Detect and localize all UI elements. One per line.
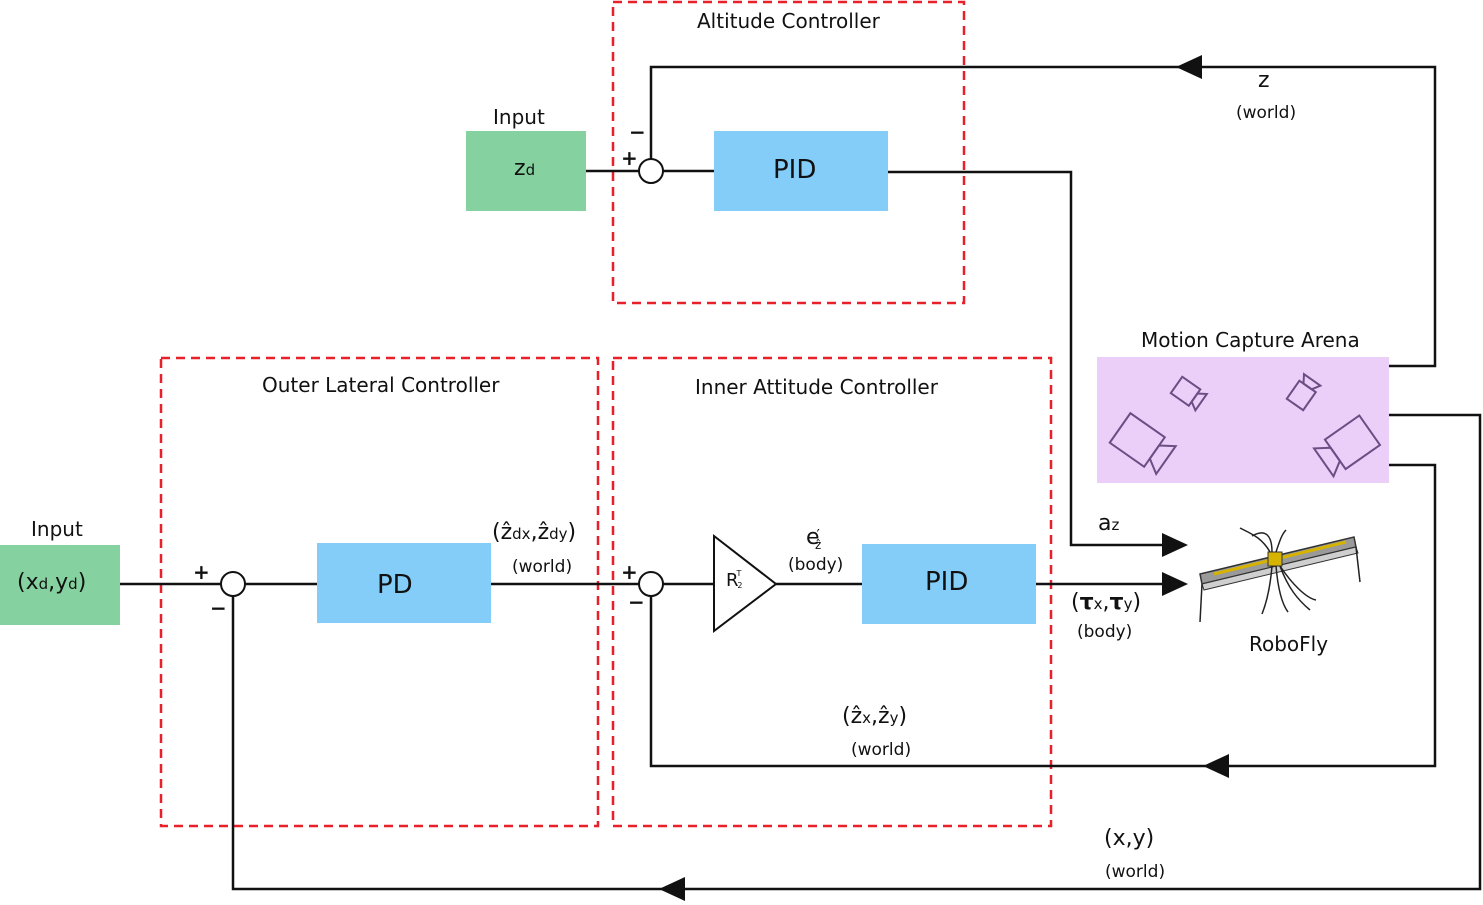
outer-lateral-controller-title: Outer Lateral Controller xyxy=(262,373,500,397)
torque-frame: (body) xyxy=(1077,622,1133,642)
altitude-plus-sign: + xyxy=(621,146,638,170)
position-feedback-label: (x,y) xyxy=(1104,826,1155,851)
lateral-pd-block xyxy=(317,543,491,623)
position-feedback-frame: (world) xyxy=(1105,862,1166,882)
outer-plus-sign: + xyxy=(193,560,210,584)
z-feedback-arrow xyxy=(1176,55,1202,79)
z-feedback-frame: (world) xyxy=(1236,103,1297,123)
error-label: e′ẑ xyxy=(806,525,822,552)
lateral-input-symbol: (xd,yd) xyxy=(17,570,87,595)
altitude-input-caption: Input xyxy=(493,105,545,129)
thrust-arrow xyxy=(1162,533,1188,557)
thrust-label: az xyxy=(1098,511,1120,536)
z-feedback-label: z xyxy=(1258,68,1270,93)
position-feedback-arrow xyxy=(659,877,685,901)
arrowheads xyxy=(659,55,1229,901)
attitude-pid-block xyxy=(862,544,1036,624)
inner-attitude-controller-title: Inner Attitude Controller xyxy=(695,375,938,399)
rotation-gain-label: RT2 xyxy=(726,569,743,591)
attitude-pid-label: PID xyxy=(925,567,969,597)
axis-feedback-frame: (world) xyxy=(851,740,912,760)
motion-capture-arena-title: Motion Capture Arena xyxy=(1141,328,1360,352)
inner-plus-sign: + xyxy=(621,560,638,584)
lateral-input-caption: Input xyxy=(31,517,83,541)
camera-icon xyxy=(1285,372,1323,412)
altitude-input-block xyxy=(466,131,586,211)
torque-label: (τx,τy) xyxy=(1071,590,1142,615)
altitude-controller-frame xyxy=(611,0,966,305)
axis-feedback-arrow xyxy=(1203,754,1229,778)
desired-axis-label: (ẑdx,ẑdy) xyxy=(492,520,577,545)
camera-icon xyxy=(1169,375,1209,413)
torque-arrow xyxy=(1162,572,1188,596)
inner-minus-sign: − xyxy=(628,590,645,614)
altitude-controller-title: Altitude Controller xyxy=(697,9,880,33)
camera-icon xyxy=(1312,414,1382,479)
altitude-pid-block xyxy=(714,131,888,211)
robofly-icon xyxy=(1199,527,1361,623)
desired-axis-frame: (world) xyxy=(512,557,573,577)
altitude-summing-junction xyxy=(638,158,664,184)
error-frame: (body) xyxy=(788,555,844,575)
lateral-pd-label: PD xyxy=(377,570,413,600)
altitude-pid-label: PID xyxy=(773,155,817,185)
camera-icon xyxy=(1108,411,1178,477)
robofly-label: RoboFly xyxy=(1249,632,1329,656)
outer-minus-sign: − xyxy=(210,596,227,620)
outer-summing-junction xyxy=(220,571,246,597)
altitude-input-symbol: zd xyxy=(514,156,536,181)
signal-wires xyxy=(120,65,1482,891)
altitude-minus-sign: − xyxy=(629,120,646,144)
axis-feedback-label: (ẑx,ẑy) xyxy=(842,704,908,729)
inner-attitude-controller-frame xyxy=(611,356,1053,828)
outer-lateral-controller-frame xyxy=(159,356,600,828)
lateral-input-block xyxy=(0,545,120,625)
